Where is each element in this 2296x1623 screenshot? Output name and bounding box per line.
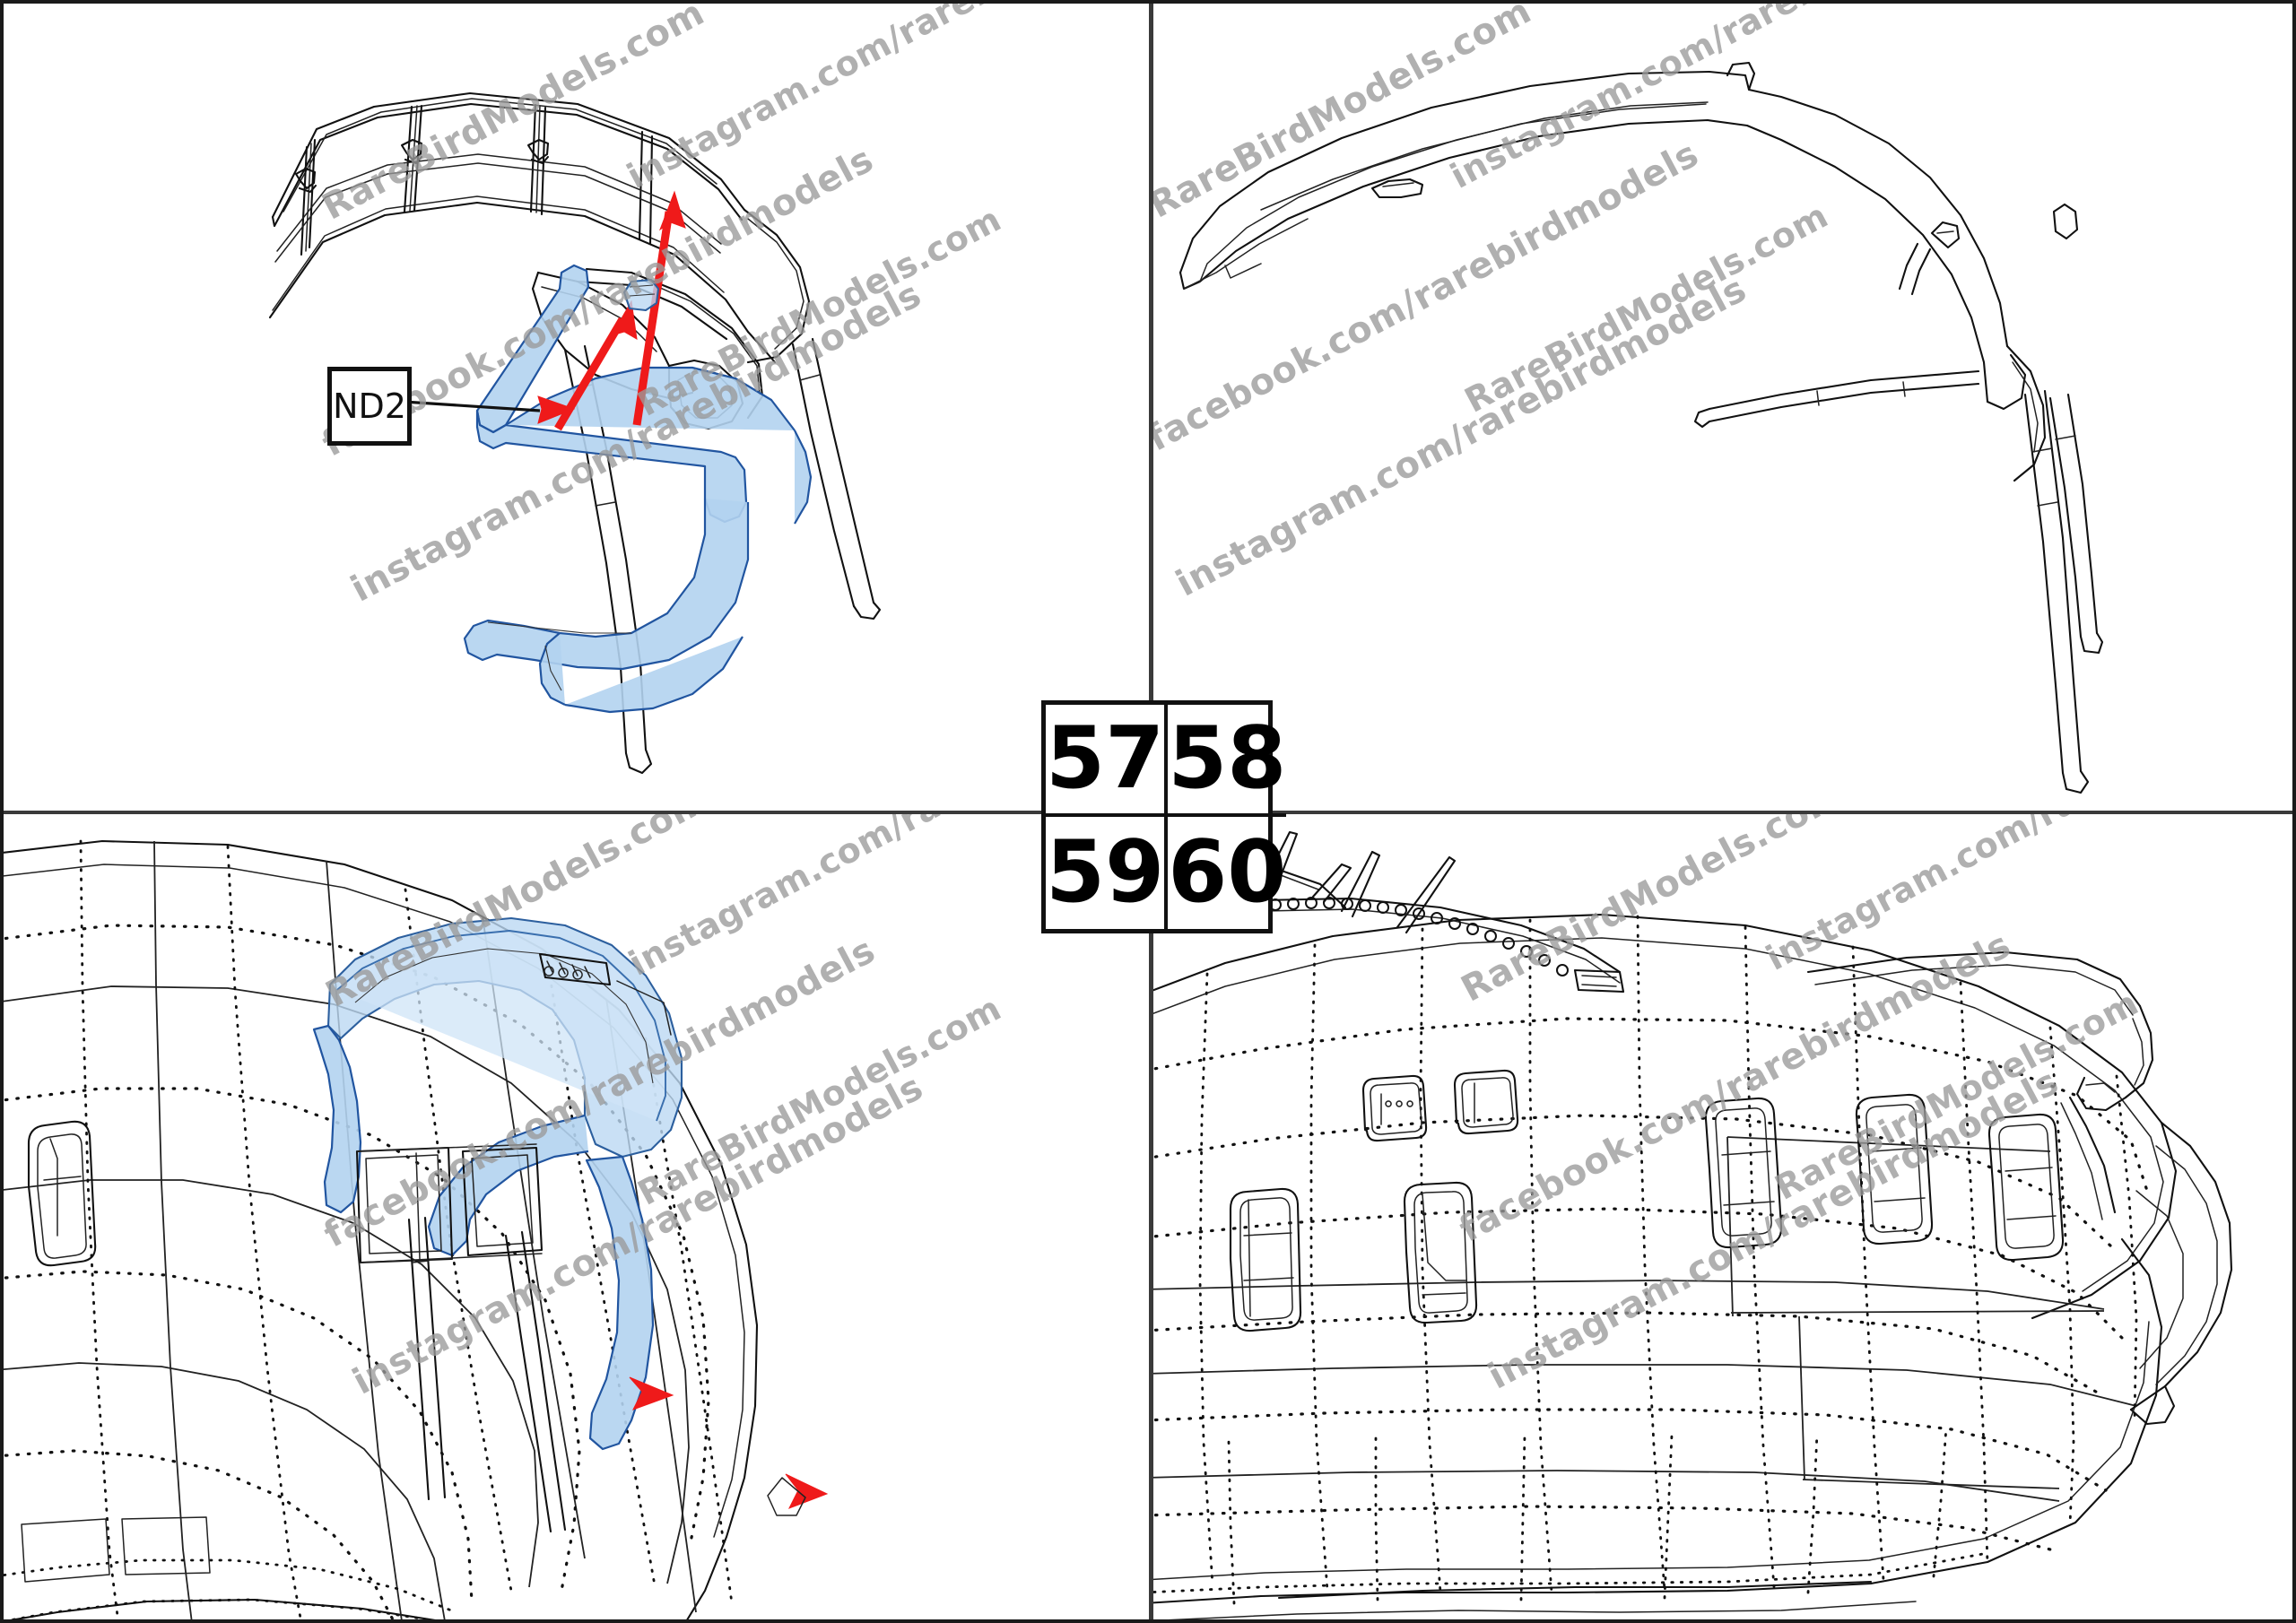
nose-radome	[2129, 1121, 2233, 1426]
fuselage-nose-with-canopy-drawing	[4, 839, 829, 1619]
highlighted-canopy-shroud	[312, 916, 683, 1451]
fuselage-panel-lines	[4, 840, 697, 1619]
canopy-shroud-solid	[1178, 61, 2009, 404]
step-number-57: 57	[1046, 705, 1169, 817]
window	[1987, 1113, 2065, 1262]
fuselage-side-view-drawing	[1153, 830, 2233, 1619]
canopy-exploded-drawing	[268, 91, 882, 775]
highlighted-support-tube-assembly	[463, 264, 813, 714]
canopy-assembled-drawing	[1178, 61, 2104, 794]
assembly-arrow-left	[629, 1376, 674, 1410]
support-struts	[1693, 242, 2104, 794]
window	[1403, 1181, 1478, 1324]
panel-divider-horizontal-left	[4, 811, 1149, 814]
dorsal-fairing-strip	[1806, 950, 2154, 1220]
step-number-58: 58	[1168, 705, 1287, 817]
panel-step-60: RareBirdModels.com instagram.com/rarebir…	[1153, 814, 2292, 1619]
step-number-block: 57 58 59 60	[1041, 700, 1287, 933]
cockpit-window-frames-under-canopy	[355, 1143, 544, 1264]
passenger-window	[27, 1120, 97, 1267]
passenger-windows	[1229, 1069, 2065, 1332]
small-service-panel	[1361, 1074, 1428, 1142]
panel-step-59: RareBirdModels.com instagram.com/rarebir…	[4, 814, 1149, 1619]
assembly-arrow-1	[554, 299, 638, 431]
step-number-59: 59	[1046, 817, 1169, 929]
panel-step-58: RareBirdModels.com instagram.com/rarebir…	[1153, 4, 2292, 811]
panel-step-57: RareBirdModels.com instagram.com/rarebir…	[4, 4, 1149, 811]
small-service-panel	[1453, 1069, 1519, 1135]
highlighted-small-fitting	[622, 278, 660, 312]
lower-fuselage-hatch	[21, 1516, 211, 1583]
wing-root-fairing	[1168, 1580, 1917, 1619]
window	[1229, 1187, 1302, 1332]
callout-nd2-label: ND2	[333, 386, 406, 426]
canopy-support-legs	[407, 1216, 567, 1533]
panel-divider-horizontal-right	[1153, 811, 2292, 814]
window	[1704, 1097, 1783, 1249]
fuselage-rivet-lines	[1153, 915, 2149, 1605]
callout-nd2: ND2	[327, 367, 412, 446]
step-number-60: 60	[1168, 823, 1287, 922]
fuselage-panel-lines	[1153, 1136, 2137, 1502]
assembly-arrow-2	[632, 190, 686, 426]
nd2-leader-line	[403, 395, 576, 424]
assembly-arrow-lower	[767, 1473, 829, 1516]
fuselage-rivet-lines	[4, 839, 734, 1619]
canopy-rear-fairing	[1986, 203, 2079, 482]
window	[1855, 1093, 1934, 1245]
